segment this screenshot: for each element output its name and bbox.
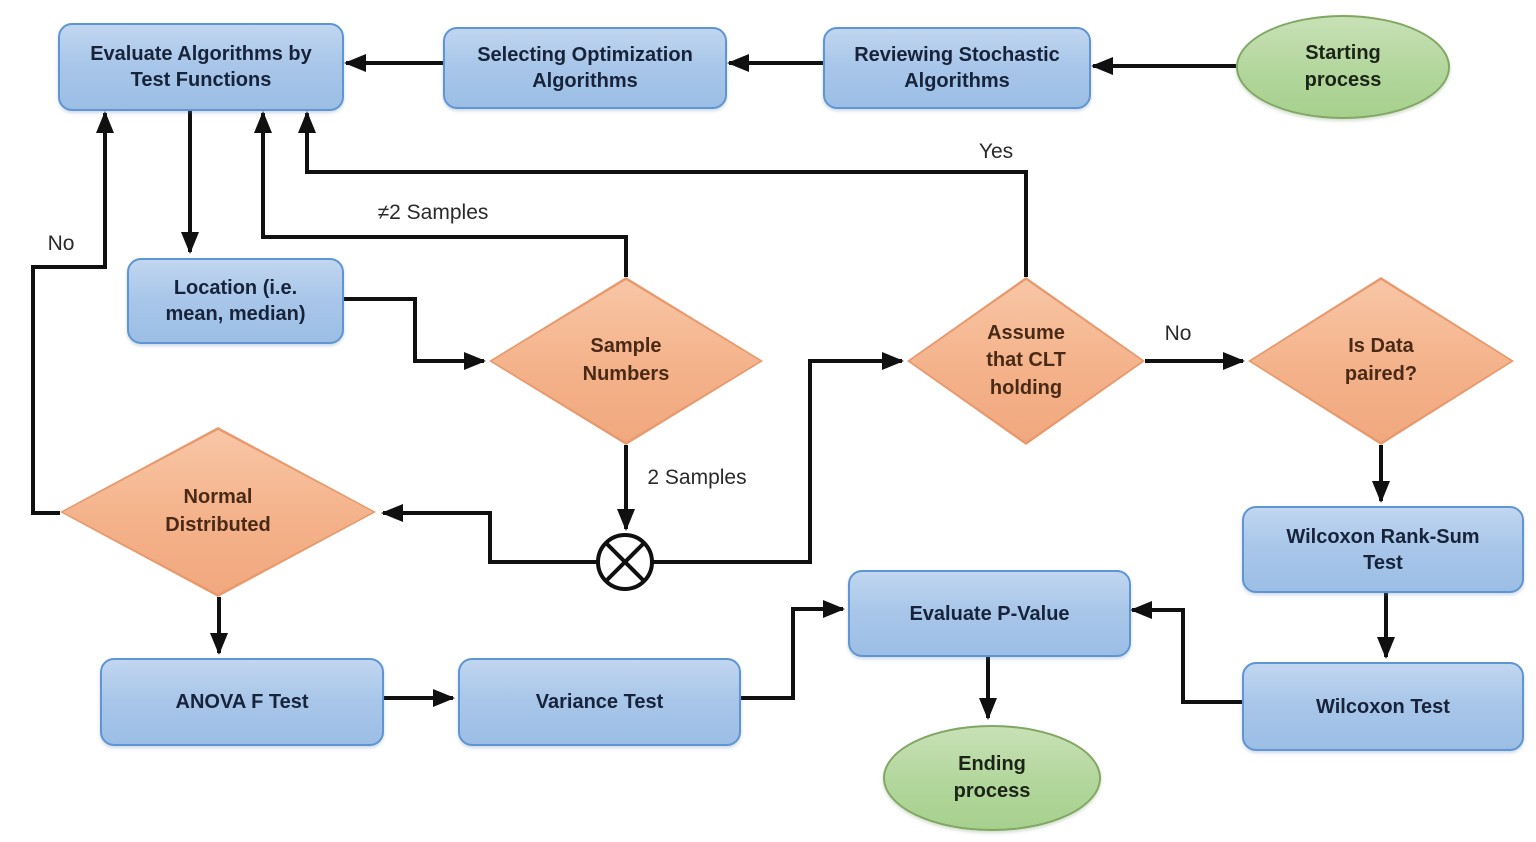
edge-normal-to-evaluate-no	[31, 111, 114, 515]
node-variance-test: Variance Test	[458, 658, 741, 746]
node-ending-process: Ending process	[883, 725, 1101, 831]
edge-xor-to-normal	[381, 504, 597, 564]
anova-f-test-label: ANOVA F Test	[175, 691, 309, 713]
ending-process-label: Ending process	[953, 753, 1031, 802]
edge-wilcoxon-to-pvalue	[1130, 601, 1242, 704]
node-selecting-optimization: Selecting Optimization Algorithms	[443, 27, 727, 109]
edge-xor-to-assume	[653, 352, 904, 564]
edge-location-to-sample	[340, 297, 486, 370]
node-wilcoxon-rank-sum: Wilcoxon Rank-Sum Test	[1242, 506, 1524, 593]
starting-process-label: Starting process	[1304, 42, 1382, 91]
edge-sample-to-evaluate-neq2	[254, 111, 628, 277]
node-starting-process: Starting process	[1236, 15, 1450, 119]
evaluate-algorithms-label: Evaluate Algorithms by Test Functions	[90, 43, 312, 91]
edge-variance-to-pvalue	[737, 600, 845, 700]
wilcoxon-rank-sum-label: Wilcoxon Rank-Sum Test	[1286, 525, 1480, 574]
node-wilcoxon-test: Wilcoxon Test	[1242, 662, 1524, 751]
xor-junction-icon	[596, 533, 654, 591]
selecting-optimization-label: Selecting Optimization Algorithms	[477, 44, 693, 92]
node-reviewing-stochastic: Reviewing Stochastic Algorithms	[823, 27, 1091, 109]
wilcoxon-test-label: Wilcoxon Test	[1316, 695, 1450, 718]
edge-assume-to-evaluate-yes	[298, 111, 1028, 277]
node-evaluate-algorithms: Evaluate Algorithms by Test Functions	[58, 23, 344, 111]
node-location: Location (i.e. mean, median)	[127, 258, 344, 344]
variance-test-label: Variance Test	[535, 691, 664, 713]
node-evaluate-p-value: Evaluate P-Value	[848, 570, 1131, 657]
evaluate-p-value-label: Evaluate P-Value	[909, 602, 1070, 625]
reviewing-stochastic-label: Reviewing Stochastic Algorithms	[854, 44, 1060, 92]
node-anova-f-test: ANOVA F Test	[100, 658, 384, 746]
location-label: Location (i.e. mean, median)	[165, 277, 306, 325]
